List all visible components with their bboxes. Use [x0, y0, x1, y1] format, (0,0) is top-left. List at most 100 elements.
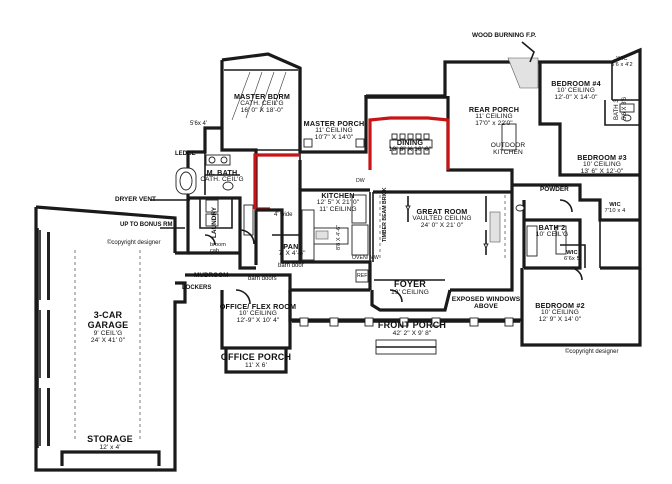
front-porch-size: 42' 2" X 9' 8" [392, 330, 432, 337]
foyer-ceiling: 19' CEILING [391, 289, 429, 296]
right-wing-walls [512, 47, 642, 347]
size-5x4-label: 5'6x 4' [190, 121, 207, 127]
kitchen-label: KITCHEN 12' 5" X 21' 0" 11' CEILING [317, 192, 359, 214]
pantry-highlight [253, 153, 300, 211]
exposed-windows-l1: EXPOSED WINDOWS [451, 296, 521, 303]
master-porch-ceiling: 11' CEILING [315, 127, 353, 135]
rear-porch-name: REAR PORCH [468, 105, 520, 114]
wic-top-label: WIC 5'6 x 4'2 [611, 56, 632, 68]
wic-mid-size: 7'10 x 4 [604, 208, 626, 215]
dining-table [389, 133, 433, 155]
great-room-name: GREAT ROOM [416, 207, 468, 216]
wic-small-name: WIC [566, 250, 578, 256]
office-walls [220, 289, 292, 374]
bath2-name: BATH 2 [538, 223, 566, 232]
dining-label: DINING 13' 6" X 10' 0" [389, 139, 431, 153]
wic-top-size: 5'6 x 4'2 [611, 62, 633, 68]
foyer-label: FOYER 19' CEILING [391, 279, 429, 296]
bedroom3-size: 13' 6" X 12'-0" [580, 168, 624, 176]
garage-size: 24' X 41' 0" [90, 337, 126, 345]
copyright-right: ©copyright designer [565, 349, 619, 355]
broom-label: broom cab [210, 242, 226, 254]
exposed-windows-label: EXPOSED WINDOWS ABOVE [452, 296, 521, 310]
rear-porch-ceiling: 11' CEILING [475, 113, 513, 121]
ref-label: REF [357, 273, 368, 279]
great-room-size: 24' 0" X 21' 0" [420, 222, 464, 230]
master-porch-walls [298, 68, 368, 154]
office-porch-size: 11' X 6' [245, 362, 267, 369]
wide-label: 4' wide [274, 212, 293, 218]
bedroom4-name: BEDROOM #4 [551, 79, 601, 88]
bath3-label: BATH 3 [614, 99, 620, 120]
outdoor-kitchen-label: OUTDOOR KITCHEN [491, 142, 525, 156]
wic-top-name: WIC [616, 56, 628, 62]
dryer-vent-label: DRYER VENT [115, 196, 156, 203]
office-porch-name: OFFICE PORCH [220, 352, 292, 362]
bath2-ceiling: 10' CEIL'G [535, 231, 569, 239]
office-label: OFFICE/ FLEX ROOM 10' CEILING 12'-9" X 1… [220, 303, 296, 325]
bedroom2-size: 12' 9" X 14' 0" [538, 316, 582, 324]
bedroom4-label: BEDROOM #4 10' CEILING 12'-0" X 14'-0" [551, 80, 601, 102]
garage-ceiling: 9' CEIL'G [93, 330, 123, 337]
barn-door-label: barn door [278, 263, 304, 269]
kitchen-ceiling: 11' CEILING [319, 206, 357, 214]
great-room-label: GREAT ROOM VAULTED CEILING 24' 0" X 21' … [412, 208, 471, 230]
powder-label: POWDER [540, 186, 569, 193]
island-label: 8'8 X 4'-6" [336, 224, 342, 250]
master-porch-name: MASTER PORCH [303, 119, 365, 128]
wic-mid-name: WIC [609, 202, 621, 208]
great-room-walls [373, 185, 514, 292]
rear-porch-size: 17'0" x 22'0" [475, 120, 513, 128]
office-size: 12'-9" X 10' 4" [236, 317, 280, 325]
bedroom3-ceiling: 10' CEILING [583, 161, 621, 169]
master-bdrm-size: 16' 0" X 18'-0" [240, 107, 284, 115]
office-porch-label: OFFICE PORCH 11' X 6' [221, 352, 291, 369]
kitchen-size: 12' 5" X 21' 0" [316, 199, 360, 207]
master-bdrm-hatch [231, 71, 287, 121]
bath3-size: 5'6 X 8'6 [622, 97, 628, 120]
master-porch-size: 10'7" X 14'0" [314, 134, 354, 142]
fp-leader [521, 41, 535, 63]
outdoor-kitchen-l1: OUTDOOR [490, 142, 526, 149]
pan-label: PAN. 7' X 4'-6" [278, 243, 305, 257]
garage-walls [34, 205, 187, 472]
exposed-windows-l2: ABOVE [474, 303, 498, 311]
foyer-name: FOYER [393, 279, 427, 289]
outdoor-kitchen-l2: KITCHEN [493, 149, 523, 157]
dining-highlight [368, 116, 450, 170]
front-porch-label: FRONT PORCH 42' 2" X 9' 8" [378, 320, 446, 337]
bedroom2-label: BEDROOM #2 10' CEILING 12' 9" X 14' 0" [535, 302, 585, 324]
storage-label: STORAGE 12' x 4' [87, 434, 133, 451]
timber-beam-label: TIMBER BEAM BRICK [382, 187, 388, 242]
wic-small-size: 6'6x 5 [564, 256, 580, 263]
storage-name: STORAGE [87, 434, 133, 444]
master-bdrm-label: MASTER BDRM CATH. CEIL'G 16' 0" X 18'-0" [234, 93, 290, 115]
wood-burning-label: WOOD BURNING F.P. [472, 32, 537, 39]
ledge-label: LEDGE [175, 151, 196, 157]
mbath-label: M. BATH CATH. CEIL'G [200, 169, 243, 183]
pan-name: PAN. [283, 242, 301, 251]
bedroom3-label: BEDROOM #3 10' CEILING 13' 6" X 12'-0" [577, 154, 627, 176]
master-bdrm-name: MASTER BDRM [233, 92, 291, 101]
wic-mid-label: WIC 7'10 x 4 [605, 202, 626, 214]
bedroom4-ceiling: 10' CEILING [557, 87, 595, 95]
garage-name: 3-CAR [93, 310, 123, 320]
up-to-bonus-label: UP TO BONUS RM [120, 222, 173, 228]
office-ceiling: 10' CEILING [239, 310, 277, 318]
dining-size: 13' 6" X 10' 0" [388, 146, 432, 154]
bath2-label: BATH 2 10' CEIL'G [536, 224, 568, 238]
dw-label: DW [356, 178, 365, 184]
bedroom2-ceiling: 10' CEILING [541, 309, 579, 317]
mbath-ceiling: CATH. CEIL'G [200, 176, 244, 184]
kitchen-name: KITCHEN [321, 191, 355, 200]
mbath-name: M. BATH [206, 168, 238, 177]
wic-small-label: WIC 6'6x 5 [564, 250, 580, 262]
laundry-label: LAUNDRY [211, 206, 218, 238]
left-wing-walls [175, 52, 370, 292]
bedroom2-name: BEDROOM #2 [535, 301, 585, 310]
lockers-label: LOCKERS [182, 285, 212, 291]
garage-name2: GARAGE [87, 320, 129, 330]
great-room-ceiling: VAULTED CEILING [412, 215, 472, 223]
bedroom3-name: BEDROOM #3 [577, 153, 627, 162]
front-porch-name: FRONT PORCH [377, 320, 447, 330]
